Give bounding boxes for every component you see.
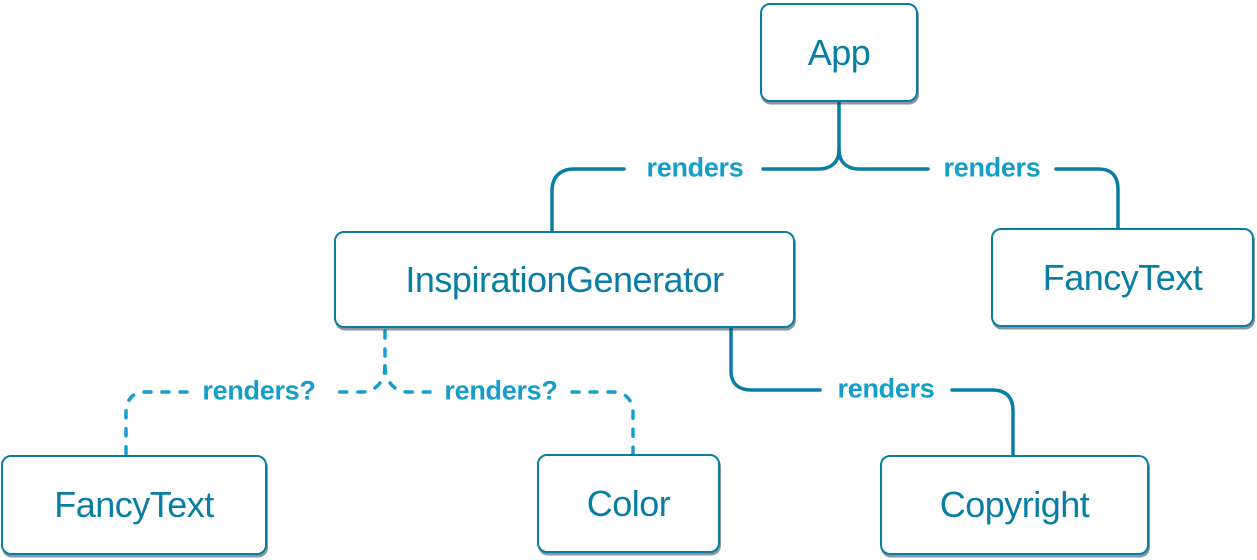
node-app: App <box>760 3 918 102</box>
edge-app-right-drop <box>1054 167 1120 230</box>
edge-label-inspiration-generator-to-fancy-text: renders? <box>202 375 316 406</box>
edge-copyright-drop <box>950 388 1015 457</box>
node-inspiration-generator: InspirationGenerator <box>334 231 795 328</box>
edge-label-app-to-inspiration-generator: renders <box>646 152 744 183</box>
edge-app-left-drop <box>550 167 626 233</box>
node-inspiration-generator-label: InspirationGenerator <box>405 258 724 300</box>
node-copyright-label: Copyright <box>939 484 1090 525</box>
node-fancy-text-left: FancyText <box>1 455 267 555</box>
edge-label-app-to-fancy-text: renders <box>943 152 1041 183</box>
edge-dashed-left-drop <box>124 390 189 457</box>
node-copyright: Copyright <box>880 455 1149 555</box>
edge-inspiration-generator-to-color <box>383 364 635 456</box>
node-fancy-text-left-label: FancyText <box>54 484 214 525</box>
node-color: Color <box>537 454 720 553</box>
edge-app-to-fancy-text <box>837 148 1120 230</box>
edge-copyright-left-segment <box>729 327 822 392</box>
edge-app-left-flare <box>761 148 841 171</box>
edge-inspiration-generator-to-copyright <box>729 327 1015 457</box>
node-fancy-text-right-label: FancyText <box>1042 256 1203 298</box>
edge-label-inspiration-generator-to-color: renders? <box>444 375 558 406</box>
node-fancy-text-right: FancyText <box>991 228 1254 327</box>
edge-app-right-flare <box>837 148 930 171</box>
edge-dashed-right-flare <box>383 364 432 394</box>
edge-dashed-right-drop <box>570 390 635 456</box>
node-app-label: App <box>807 31 871 73</box>
node-color-label: Color <box>586 482 671 524</box>
edge-label-inspiration-generator-to-copyright: renders <box>837 373 935 404</box>
edge-dashed-left-flare <box>328 364 387 394</box>
